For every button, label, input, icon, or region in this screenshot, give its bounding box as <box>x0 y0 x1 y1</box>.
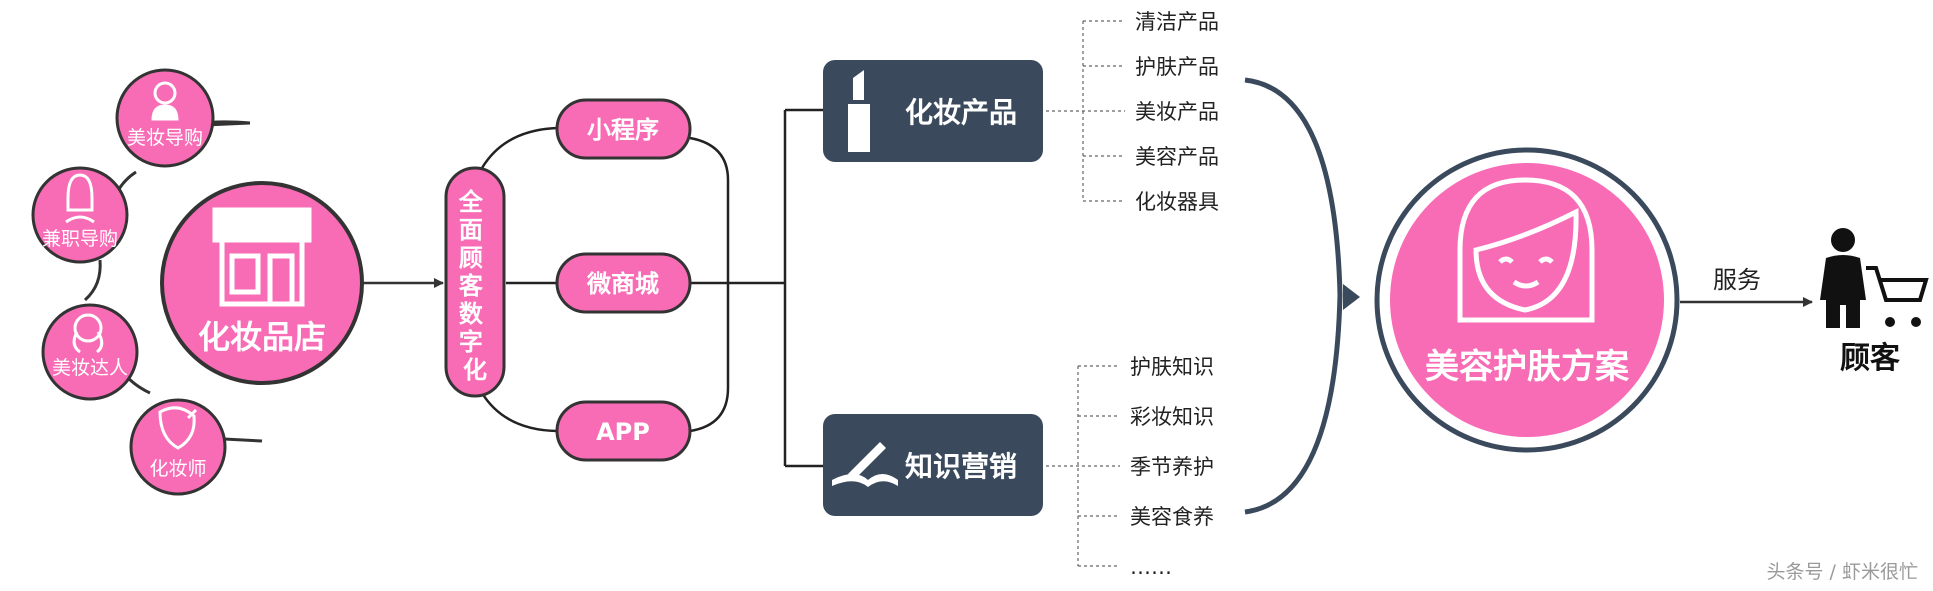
channel-label: APP <box>596 418 650 446</box>
role-label: 美妆达人 <box>52 357 128 379</box>
role-circle-parttime: 兼职导购 <box>31 166 129 264</box>
open-book-pen-icon <box>832 442 898 487</box>
knowledge-node: 知识营销 <box>823 414 1043 516</box>
solution-node: 美容护肤方案 <box>1374 147 1680 453</box>
digital-node: 全 面 顾 客 数 字 化 <box>444 166 506 398</box>
role-label: 化妆师 <box>149 458 206 480</box>
store-node: 化妆品店 <box>160 181 364 385</box>
knowledge-item: 彩妆知识 <box>1130 405 1214 429</box>
woman-face-icon <box>1457 177 1595 323</box>
customer-node: 顾客 <box>1820 228 1929 376</box>
saleswoman-icon <box>151 81 179 121</box>
makeup-face-icon <box>158 406 198 450</box>
knowledge-item: 美容食养 <box>1130 505 1214 529</box>
digital-label-char: 顾 <box>459 244 483 272</box>
digital-label: 全 面 顾 客 数 字 化 <box>458 188 491 384</box>
products-node: 化妆产品 <box>823 60 1043 162</box>
product-item: 化妆器具 <box>1135 190 1219 214</box>
service-label: 服务 <box>1713 266 1761 294</box>
solution-label: 美容护肤方案 <box>1425 347 1630 387</box>
digital-label-char: 化 <box>463 356 487 384</box>
store-label: 化妆品店 <box>198 318 326 356</box>
digital-label-char: 全 <box>458 188 484 216</box>
watermark-text: 头条号 / 虾米很忙 <box>1767 561 1918 583</box>
customer-label: 顾客 <box>1840 341 1900 376</box>
brace-arrow-head <box>1343 284 1360 310</box>
products-label: 化妆产品 <box>905 96 1017 129</box>
channel-node-app: APP <box>555 400 692 462</box>
channel-connectors <box>480 108 823 468</box>
converging-brace <box>1244 77 1343 515</box>
woman-icon <box>65 173 95 224</box>
product-item: 护肤产品 <box>1135 55 1219 79</box>
curly-hair-woman-icon <box>72 313 104 354</box>
channel-node-microstore: 微商城 <box>555 252 692 314</box>
role-label: 兼职导购 <box>42 228 118 250</box>
knowledge-item: 护肤知识 <box>1130 355 1214 379</box>
role-circle-saleswoman: 美妆导购 <box>115 68 215 168</box>
digital-label-char: 数 <box>459 300 484 328</box>
channel-node-miniprogram: 小程序 <box>555 98 692 160</box>
role-circle-beauty-influencer: 美妆达人 <box>41 303 139 401</box>
lipstick-icon <box>848 70 870 152</box>
channel-label: 微商城 <box>586 270 659 298</box>
product-item: 清洁产品 <box>1135 10 1219 34</box>
channel-label: 小程序 <box>587 116 659 144</box>
digital-label-char: 客 <box>459 272 484 300</box>
knowledge-label: 知识营销 <box>905 450 1017 483</box>
knowledge-items: 护肤知识 彩妆知识 季节养护 美容食养 …… <box>1130 355 1214 579</box>
knowledge-item-leaders <box>1040 365 1120 567</box>
product-item-leaders <box>1040 20 1125 202</box>
digital-label-char: 面 <box>459 216 483 244</box>
product-item: 美容产品 <box>1135 145 1219 169</box>
product-item: 美妆产品 <box>1135 100 1219 124</box>
shopper-with-cart-icon <box>1820 228 1929 328</box>
knowledge-item: 季节养护 <box>1130 455 1214 479</box>
knowledge-item: …… <box>1130 555 1172 579</box>
storefront-icon <box>212 207 312 307</box>
role-label: 美妆导购 <box>127 127 203 149</box>
digital-label-char: 字 <box>459 328 483 356</box>
role-circle-makeup-artist: 化妆师 <box>129 398 227 496</box>
product-items: 清洁产品 护肤产品 美妆产品 美容产品 化妆器具 <box>1135 10 1219 214</box>
